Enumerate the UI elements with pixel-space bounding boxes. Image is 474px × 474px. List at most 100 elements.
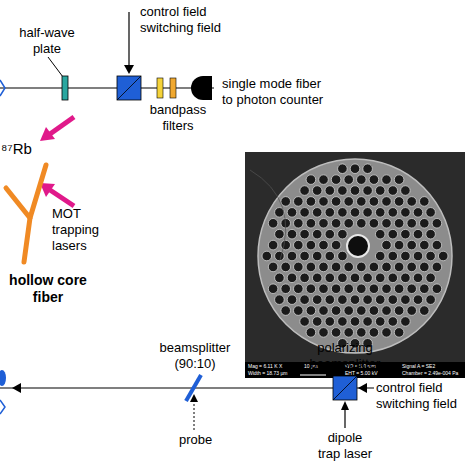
air-hole <box>401 295 411 305</box>
air-hole <box>375 317 385 327</box>
air-hole <box>312 208 322 218</box>
lens-symbol <box>0 400 5 414</box>
beam-line <box>0 387 374 388</box>
air-hole <box>281 262 291 272</box>
air-hole <box>319 328 329 338</box>
air-hole <box>363 164 373 174</box>
air-hole <box>338 208 348 218</box>
air-hole <box>407 262 417 272</box>
air-hole <box>306 284 316 294</box>
air-hole <box>413 251 423 261</box>
air-hole <box>432 240 442 250</box>
label-text: beamsplitter (90:10) <box>155 340 235 372</box>
air-hole <box>357 218 367 228</box>
air-hole <box>344 306 354 316</box>
air-hole <box>350 164 360 174</box>
air-hole <box>369 218 379 228</box>
air-hole <box>306 175 316 185</box>
air-hole <box>294 197 304 207</box>
fiber-cladding <box>258 159 452 353</box>
air-hole <box>331 175 341 185</box>
air-hole <box>382 175 392 185</box>
air-hole <box>420 262 430 272</box>
probe-arrow <box>194 401 195 430</box>
air-hole <box>319 197 329 207</box>
air-hole <box>312 317 322 327</box>
label-text: single mode fiber to photon counter <box>222 76 328 108</box>
air-hole <box>306 240 316 250</box>
air-hole <box>357 306 367 316</box>
air-hole <box>407 306 417 316</box>
air-hole <box>375 208 385 218</box>
air-hole <box>438 251 448 261</box>
bandpass-filter <box>170 78 176 98</box>
air-hole <box>369 262 379 272</box>
air-hole <box>344 197 354 207</box>
air-hole <box>357 197 367 207</box>
air-hole <box>344 262 354 272</box>
air-hole <box>325 186 335 196</box>
air-hole <box>388 208 398 218</box>
label-text: Chamber = 2.49e-004 Pa <box>402 370 458 376</box>
arrow-line <box>128 12 129 66</box>
air-hole <box>312 186 322 196</box>
air-hole <box>363 317 373 327</box>
air-hole <box>268 240 278 250</box>
air-hole <box>394 218 404 228</box>
label-text: dipole trap laser <box>317 430 373 462</box>
air-hole <box>306 328 316 338</box>
lens-symbol <box>0 370 6 386</box>
air-hole <box>287 208 297 218</box>
half-wave-plate <box>62 76 68 100</box>
air-hole <box>375 273 385 283</box>
air-hole <box>300 273 310 283</box>
air-hole <box>375 186 385 196</box>
air-hole <box>300 186 310 196</box>
air-hole <box>350 317 360 327</box>
air-hole <box>357 175 367 185</box>
air-hole <box>338 164 348 174</box>
air-hole <box>325 317 335 327</box>
air-hole <box>369 284 379 294</box>
air-hole <box>382 306 392 316</box>
label-text: MOT trapping lasers <box>52 206 112 254</box>
air-hole <box>306 262 316 272</box>
air-hole <box>426 295 436 305</box>
air-hole <box>432 218 442 228</box>
bandpass-filter <box>157 78 163 98</box>
air-hole <box>350 208 360 218</box>
air-hole <box>426 229 436 239</box>
air-hole <box>338 273 348 283</box>
air-hole <box>401 251 411 261</box>
arrow-line <box>344 409 345 428</box>
air-hole <box>325 295 335 305</box>
air-hole <box>420 306 430 316</box>
air-hole <box>325 251 335 261</box>
air-hole <box>420 218 430 228</box>
air-hole <box>401 229 411 239</box>
air-hole <box>312 295 322 305</box>
sem-image <box>245 152 465 378</box>
mot-laser-arrow <box>50 117 74 134</box>
arrow-head <box>12 383 21 393</box>
air-hole <box>426 208 436 218</box>
air-hole <box>401 208 411 218</box>
air-hole <box>275 251 285 261</box>
air-hole <box>344 218 354 228</box>
air-hole <box>281 197 291 207</box>
air-hole <box>325 208 335 218</box>
air-hole <box>331 284 341 294</box>
label-text: polarizing beamsplitter <box>305 340 385 372</box>
air-hole <box>382 284 392 294</box>
hole-lattice <box>262 164 448 348</box>
air-hole <box>382 328 392 338</box>
arrow-head <box>341 401 349 410</box>
air-hole <box>294 218 304 228</box>
air-hole <box>350 186 360 196</box>
lens-symbol <box>0 80 5 96</box>
air-hole <box>319 175 329 185</box>
air-hole <box>369 328 379 338</box>
air-hole <box>426 251 436 261</box>
air-hole <box>375 251 385 261</box>
